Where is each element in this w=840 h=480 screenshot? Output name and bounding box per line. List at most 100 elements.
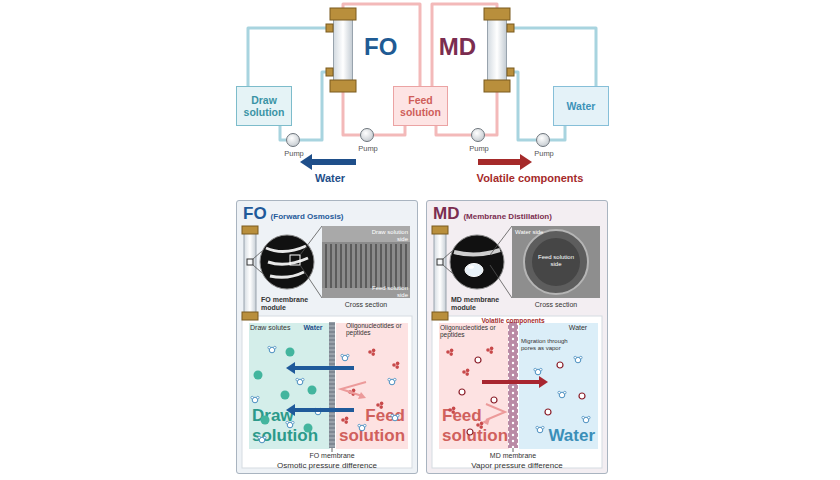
md-module-picture — [432, 226, 600, 320]
fo-module-picture — [247, 259, 253, 265]
pipe-connector — [507, 28, 596, 86]
fo-schematic — [258, 436, 266, 443]
feed-solution-region: Feed solution — [439, 323, 509, 449]
md-schematic — [482, 380, 540, 384]
membrane-label: MD membrane — [483, 452, 543, 460]
md-module-picture — [432, 312, 448, 320]
md-schematic — [486, 404, 505, 420]
md-schematic — [534, 368, 542, 375]
draw-solution-region: Draw solution — [249, 323, 330, 449]
fo-module-picture — [322, 226, 410, 298]
md-schematic — [513, 448, 514, 452]
module-fittings — [326, 24, 333, 32]
panel-subtitle: (Forward Osmosis) — [271, 212, 344, 221]
draw-solution-tank: Draw solution — [236, 86, 292, 126]
fo-schematic — [286, 348, 295, 357]
md-schematic — [486, 347, 493, 354]
pipe-connector — [550, 126, 565, 140]
fo-module-picture — [290, 255, 300, 265]
fo-schematic — [304, 424, 313, 433]
box-text: Water — [567, 100, 596, 112]
fo-schematic — [261, 416, 270, 425]
pump-text: Pump — [275, 149, 313, 158]
md-module-picture — [450, 235, 504, 289]
side-label: Feed solution side — [534, 254, 578, 268]
image-caption: Cross section — [322, 301, 410, 309]
md-schematic — [476, 422, 483, 429]
md-schematic — [508, 322, 518, 448]
flow-arrows — [300, 154, 356, 170]
fo-schematic — [268, 346, 276, 353]
fo-schematic — [251, 396, 259, 403]
module-fittings — [507, 24, 514, 32]
module-text: MD — [439, 33, 476, 61]
md-schematic — [446, 349, 453, 356]
flow-label: Volatile components — [470, 172, 590, 185]
fo-membrane-module: FO — [333, 10, 353, 90]
box-text: Feed solution — [396, 94, 445, 118]
fo-schematic — [286, 404, 295, 416]
species-label: Volatile components — [481, 317, 545, 324]
pump: Pump — [286, 133, 300, 147]
membrane-label: FO membrane — [302, 452, 362, 460]
fo-module-picture — [242, 226, 258, 234]
fo-module-picture — [244, 232, 256, 314]
md-schematic — [482, 418, 490, 425]
pump: Pump — [536, 133, 550, 147]
module-fittings — [330, 8, 356, 20]
image-caption: Cross section — [512, 301, 600, 309]
module-fittings — [326, 8, 514, 92]
fo-schematic — [332, 448, 333, 452]
water-region: Water — [519, 323, 598, 449]
panel-title: MD — [433, 204, 459, 224]
feed-solution-tank: Feed solution — [393, 86, 448, 126]
fo-schematic — [254, 371, 263, 380]
md-schematic — [558, 391, 566, 398]
fo-module-picture — [322, 288, 410, 298]
fo-schematic — [294, 366, 354, 370]
side-label: Feed solution side — [366, 285, 408, 299]
module-fittings — [484, 80, 510, 92]
fo-schematic — [391, 414, 399, 421]
md-schematic — [467, 429, 473, 435]
md-schematic — [545, 409, 551, 415]
fo-module-picture — [260, 235, 314, 289]
fo-schematic — [368, 349, 375, 356]
mechanism-label: Migration through pores as vapor — [521, 338, 581, 352]
panel-fill — [236, 200, 418, 474]
md-schematic — [579, 393, 585, 399]
side-label: Draw solution side — [368, 229, 408, 243]
pipe-connector — [507, 72, 536, 140]
md-membrane-module: MD — [487, 10, 507, 90]
fo-module-picture — [242, 226, 410, 320]
md-module-picture — [437, 259, 443, 265]
water-tank: Water — [553, 86, 609, 126]
pipe-connector — [436, 126, 471, 135]
pump-text: Pump — [460, 144, 498, 153]
fo-schematic — [388, 378, 396, 385]
fo-schematic — [296, 378, 304, 385]
pipe-connector — [485, 90, 497, 135]
md-module-picture — [434, 232, 446, 314]
module-fittings — [507, 68, 514, 76]
md-module-picture — [524, 230, 588, 294]
md-schematic — [462, 369, 469, 376]
panel-heading: MD(Membrane Distillation) — [433, 204, 552, 224]
fo-schematic — [376, 402, 383, 409]
driving-force-label: Osmotic pressure difference — [252, 461, 402, 470]
panel-fill — [426, 200, 608, 474]
md-schematic — [448, 407, 455, 414]
species-label: Draw solutes — [250, 324, 294, 332]
pipe-connector — [280, 126, 286, 140]
md-schematic — [446, 322, 590, 452]
md-schematic — [574, 356, 582, 363]
fo-schematic — [392, 362, 399, 369]
flow-arrows — [478, 154, 532, 170]
md-schematic — [539, 376, 548, 388]
fo-module-picture — [242, 312, 258, 320]
fo-schematic — [251, 322, 400, 452]
schematic-frame — [432, 316, 602, 468]
